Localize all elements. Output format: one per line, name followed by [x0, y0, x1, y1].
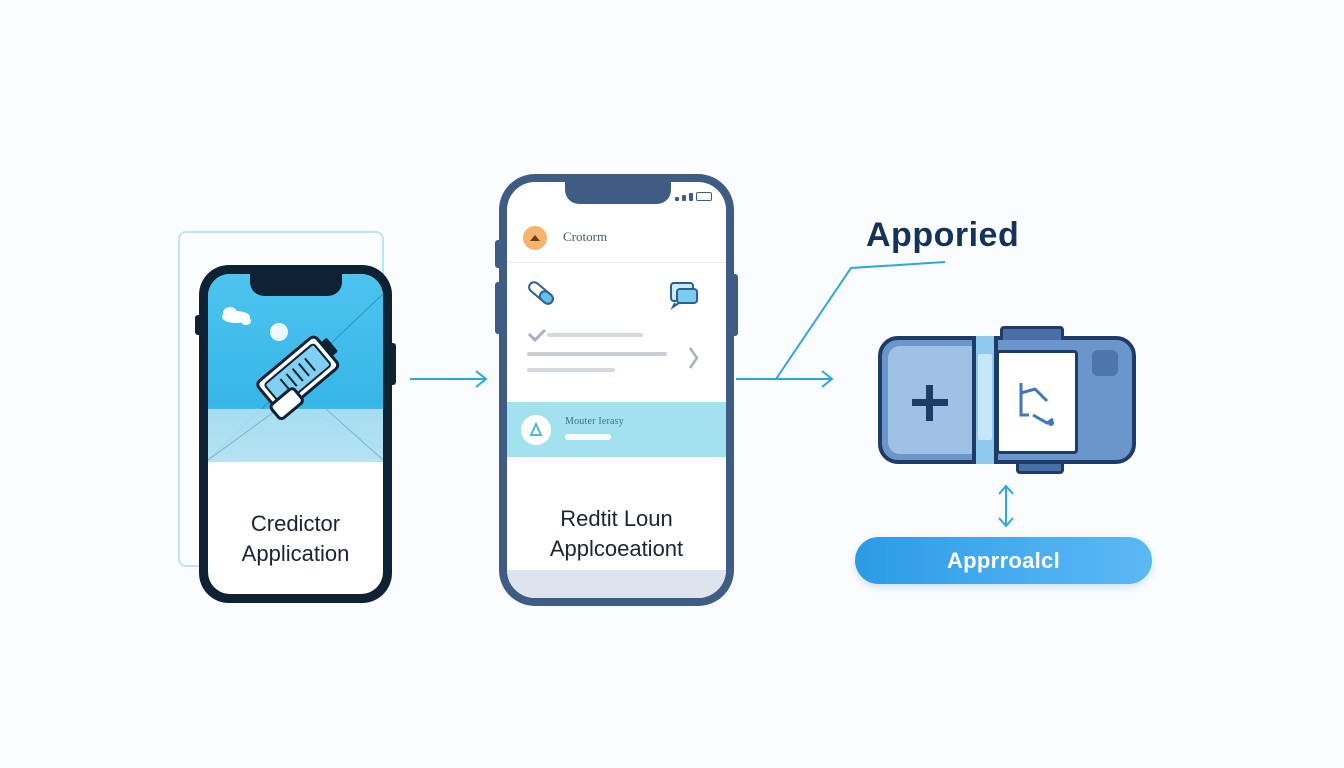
step1-caption: Credictor Application [208, 509, 383, 569]
chevron-right-icon[interactable] [688, 347, 699, 369]
card-clip-top [1000, 326, 1064, 340]
approved-card [878, 326, 1136, 474]
approved-title: Apporied [866, 216, 1020, 254]
app-header: Crotorm [507, 212, 726, 263]
plus-icon-vertical [926, 385, 933, 421]
status-bar [675, 192, 712, 201]
signature-icon [1019, 383, 1054, 426]
banner-bar [565, 434, 611, 440]
arrow-head-2 [821, 370, 834, 388]
phone-side-button [495, 240, 499, 268]
phone-notch [565, 182, 671, 204]
avatar[interactable] [523, 226, 547, 250]
battery-icon [696, 192, 712, 201]
step2-caption-line1: Redtit Loun [560, 506, 673, 531]
bottom-bar [507, 570, 726, 598]
header-title: Crotorm [563, 229, 608, 244]
pill-icon[interactable] [527, 280, 555, 306]
phone-screen: Crotorm [507, 182, 726, 598]
step2-caption: Redtit Loun Applcoeationt [507, 504, 726, 564]
phone-notch [249, 274, 342, 296]
phone-side-button [195, 315, 199, 335]
card-band [972, 336, 998, 464]
document-battery-icon [256, 335, 340, 421]
step2-caption-line2: Applcoeationt [549, 536, 684, 561]
approved-document [996, 350, 1078, 454]
icon-row [507, 264, 726, 318]
card-chip [1092, 350, 1118, 376]
step1-caption-line2: Application [241, 541, 350, 566]
bidirectional-arrow-bottom [998, 517, 1014, 528]
banner-icon-circle [521, 415, 551, 445]
loan-application-phone: Crotorm [495, 174, 738, 606]
bidirectional-arrow-top [998, 484, 1014, 495]
phone-side-button [392, 343, 396, 385]
card-clip-bottom [1016, 464, 1064, 474]
person-icon [529, 421, 543, 436]
checkmark-icon [527, 328, 547, 343]
step1-caption-line1: Credictor [250, 511, 341, 536]
phone-screen: Credictor Application [208, 274, 383, 594]
signal-icon [675, 197, 679, 201]
sun-icon [270, 323, 288, 341]
arrow-head-1 [475, 370, 488, 388]
phone-side-button [734, 274, 738, 336]
status-banner[interactable]: Mouter Ierasy [507, 402, 726, 457]
credit-application-phone: Credictor Application [195, 265, 396, 603]
list-item[interactable] [507, 322, 726, 398]
cloud-icon [222, 307, 251, 325]
hero-illustration [208, 274, 383, 462]
banner-title: Mouter Ierasy [565, 416, 624, 427]
chat-icon[interactable] [670, 282, 698, 310]
phone-side-button [495, 282, 499, 334]
approval-button[interactable]: Apprroalcl [855, 537, 1152, 584]
